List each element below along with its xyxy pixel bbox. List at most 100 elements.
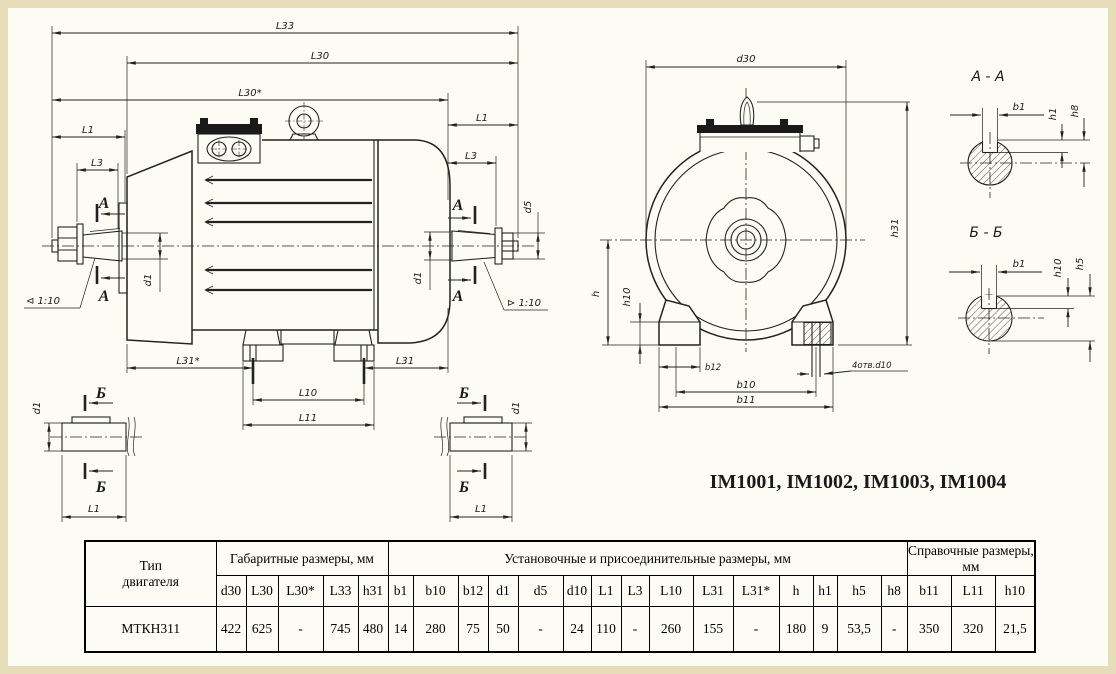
dim-d1: d1 [511, 402, 522, 415]
value-cell: 21,5 [994, 606, 1036, 653]
type-column-header: Тип двигателя [84, 540, 217, 607]
section-title-AA: А - А [970, 69, 1004, 85]
column-header: b12 [457, 575, 489, 607]
dim-L1: L1 [475, 504, 487, 515]
dim-L3-right: L3 [465, 151, 477, 162]
taper-note-right: ⊳ 1:10 [507, 298, 541, 309]
dim-L33: L33 [276, 21, 294, 32]
dim-d5: d5 [523, 201, 534, 214]
section-title-BB: Б - Б [969, 225, 1002, 241]
column-header: L11 [950, 575, 996, 607]
value-cell: - [732, 606, 780, 653]
column-header: d10 [562, 575, 592, 607]
value-cell: 480 [357, 606, 389, 653]
value-cell: 320 [950, 606, 996, 653]
dim-h8: h8 [1070, 105, 1081, 118]
dim-b1: b1 [1013, 102, 1026, 113]
side-view: L33 L30 L30* L1 L1 L3 L3 А А А [24, 21, 548, 430]
dim-h: h [591, 291, 602, 297]
dim-L3-left: L3 [91, 158, 103, 169]
column-header: L1 [590, 575, 622, 607]
value-cell: 110 [590, 606, 622, 653]
column-header: L30* [277, 575, 324, 607]
dim-h1: h1 [1048, 108, 1059, 121]
column-header: h31 [357, 575, 389, 607]
group-header-reference: Справочные размеры, мм [906, 540, 1036, 576]
column-header: L31* [732, 575, 780, 607]
dim-d1: d1 [143, 274, 154, 287]
front-view: d30 h31 h h10 b12 b10 b11 4отв.d10 [591, 54, 912, 412]
dim-L11: L11 [299, 413, 317, 424]
dimensions-table: Тип двигателя Габаритные размеры, мм Уст… [84, 540, 1037, 653]
value-cell: 180 [778, 606, 814, 653]
dim-h10: h10 [622, 287, 633, 306]
lifting-eye [285, 102, 323, 141]
dim-b1: b1 [1013, 259, 1026, 270]
value-cell: 260 [648, 606, 694, 653]
value-cell: 9 [812, 606, 838, 653]
column-header: L3 [620, 575, 650, 607]
motor-drawing-svg: L33 L30 L30* L1 L1 L3 L3 А А А [24, 21, 1095, 522]
value-cell: 280 [412, 606, 459, 653]
value-cell: 625 [245, 606, 279, 653]
group-header-mounting: Установочные и присоединительные размеры… [387, 540, 908, 576]
value-cell: 50 [487, 606, 519, 653]
value-cell: 155 [692, 606, 734, 653]
column-header: d1 [487, 575, 519, 607]
section-mark-A: А [452, 197, 464, 214]
dim-L10: L10 [299, 388, 317, 399]
column-header: L31 [692, 575, 734, 607]
group-header-overall: Габаритные размеры, мм [215, 540, 389, 576]
column-header: h8 [880, 575, 908, 607]
column-header: h10 [994, 575, 1036, 607]
dim-d30: d30 [736, 54, 755, 65]
dim-b12: b12 [705, 363, 721, 373]
section-mark-B: Б [458, 385, 469, 402]
cooling-fins [204, 175, 372, 295]
dim-L31-star: L31* [176, 356, 199, 367]
dim-b11: b11 [736, 395, 755, 406]
dim-d1: d1 [413, 272, 424, 285]
section-mark-B: Б [458, 479, 469, 496]
value-cell: 422 [215, 606, 247, 653]
value-cell: - [277, 606, 324, 653]
holes-note: 4отв.d10 [852, 361, 891, 371]
shaft-detail-left: d1 Б Б L1 [32, 385, 144, 522]
section-A-A: А - А b1 h1 h8 [950, 69, 1090, 198]
section-mark-B: Б [95, 479, 106, 496]
column-header: L33 [322, 575, 359, 607]
column-header: b10 [412, 575, 459, 607]
section-mark-A: А [98, 195, 110, 212]
section-mark-A: А [98, 288, 110, 305]
dim-L1-left: L1 [82, 125, 94, 136]
column-header: d5 [517, 575, 564, 607]
mount-designations: IM1001, IM1002, IM1003, IM1004 [710, 471, 1007, 493]
section-mark-B: Б [95, 385, 106, 402]
dim-L1: L1 [88, 504, 100, 515]
value-cell: 75 [457, 606, 489, 653]
column-header: L30 [245, 575, 279, 607]
motor-type-cell: МТКН311 [84, 606, 217, 653]
dim-h5: h5 [1075, 258, 1086, 271]
taper-note-left: ⊲ 1:10 [26, 296, 60, 307]
column-header: L10 [648, 575, 694, 607]
shaft-detail-right: d1 Б Б L1 [434, 385, 532, 522]
dim-d1: d1 [32, 402, 43, 415]
column-header: h [778, 575, 814, 607]
value-cell: 24 [562, 606, 592, 653]
value-cell: - [620, 606, 650, 653]
dim-h10: h10 [1053, 258, 1064, 277]
dim-b10: b10 [736, 380, 755, 391]
dim-L31: L31 [396, 356, 414, 367]
column-header: b1 [387, 575, 414, 607]
column-header: d30 [215, 575, 247, 607]
section-mark-A: А [452, 288, 464, 305]
dim-L1-right: L1 [476, 113, 488, 124]
value-cell: 350 [906, 606, 952, 653]
section-B-B: Б - Б b1 h10 h5 [949, 225, 1095, 362]
dim-h31: h31 [890, 218, 901, 237]
value-cell: 745 [322, 606, 359, 653]
column-header: h1 [812, 575, 838, 607]
